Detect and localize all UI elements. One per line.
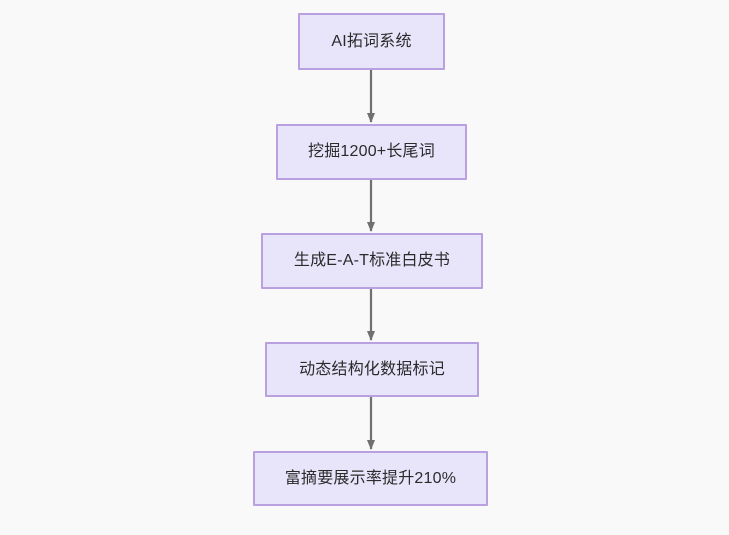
flowchart-node-rich-snippet-rate-increase[interactable]: 富摘要展示率提升210% [253,451,488,506]
flowchart-node-mine-longtail-keywords[interactable]: 挖掘1200+长尾词 [276,124,467,180]
flowchart-node-generate-eat-whitepaper[interactable]: 生成E-A-T标准白皮书 [261,233,483,289]
flowchart-node-dynamic-structured-data-markup[interactable]: 动态结构化数据标记 [265,342,479,397]
node-label: 挖掘1200+长尾词 [308,143,435,161]
node-label: 动态结构化数据标记 [299,360,445,378]
flowchart-node-ai-keyword-system[interactable]: AI拓词系统 [298,13,445,70]
node-label: 富摘要展示率提升210% [284,469,457,487]
node-label: 生成E-A-T标准白皮书 [293,252,451,270]
node-label: AI拓词系统 [331,32,412,50]
